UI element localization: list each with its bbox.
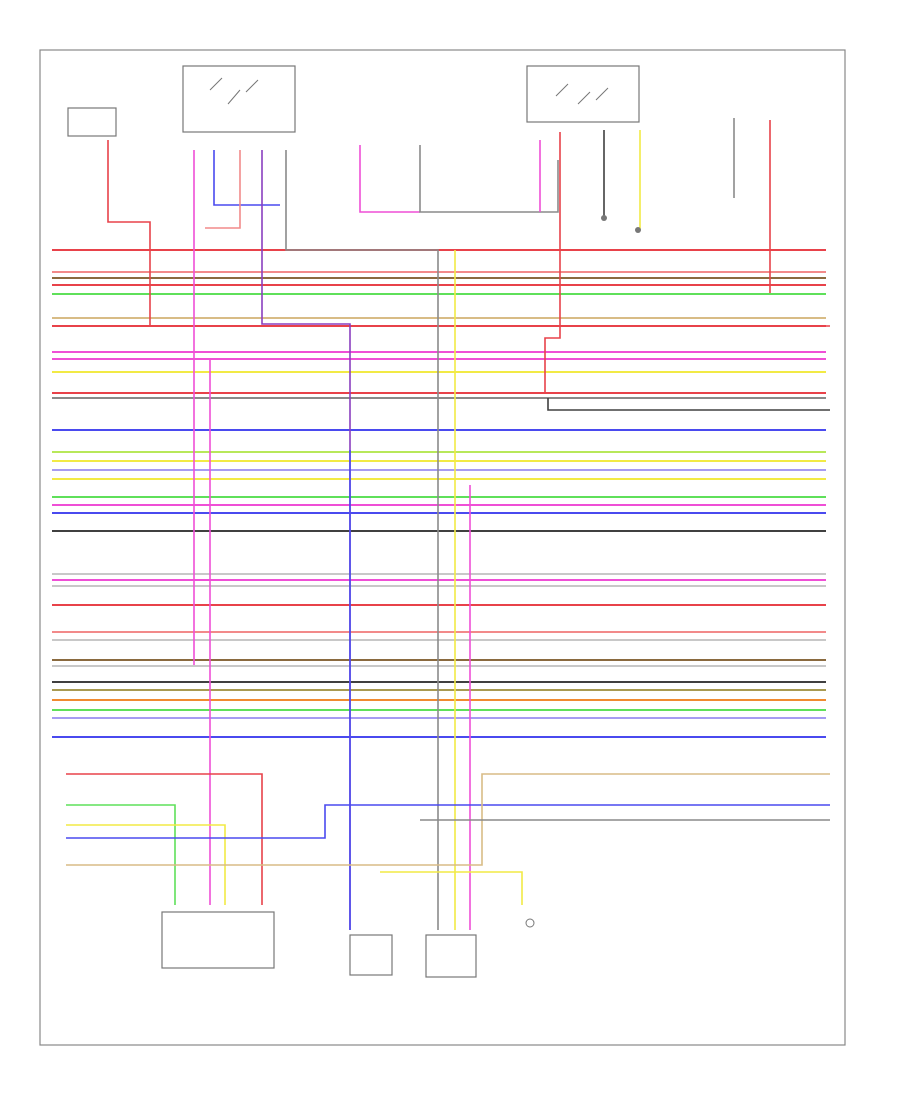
feeder-wire-6 [285,150,439,485]
relay-box-bottom-left [161,911,275,969]
feeder-wire-20 [66,804,176,905]
feeder-wire-4 [205,150,241,229]
feeder-wire-8 [419,145,559,213]
feeder-wire-9 [544,132,561,393]
feeder-wire-1 [107,140,830,327]
feeder-wire-21 [66,824,226,905]
component-symbols [67,65,641,978]
feeder-wire-27 [547,398,830,411]
wire-bus [52,249,826,738]
relay-box-top-right [526,65,640,123]
ground-terminal-top-a [601,215,607,221]
feeder-wire-7 [359,145,420,213]
feeder-wire-22 [66,773,263,905]
feeder-wires [66,118,830,930]
control-module-bottom-center [349,934,393,976]
control-module-bottom-right [425,934,477,978]
relay-contacts-left [209,77,259,105]
feeder-wire-26 [380,871,523,905]
relay-contacts-right [555,83,609,105]
feeder-wire-5 [261,150,351,930]
ground-terminal-top-b [635,227,641,233]
feeder-wire-23 [66,804,830,839]
ground-terminal-bottom [525,918,535,928]
diagram-frame [39,49,846,1046]
feeder-wire-2 [213,150,280,206]
relay-box-top-left [182,65,296,133]
sensor-top-left [67,107,117,137]
